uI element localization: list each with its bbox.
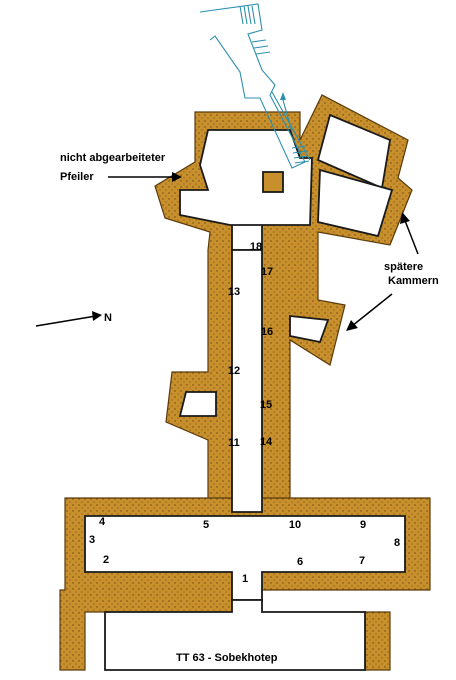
- arrow-chambers-lower: [351, 293, 393, 327]
- rooms: [84, 113, 406, 671]
- wall-number: 4: [99, 516, 106, 528]
- wall-number: 6: [297, 556, 303, 568]
- label-chambers-line1: spätere: [384, 261, 423, 273]
- later-chamber-lower: [317, 168, 394, 238]
- lower-passage: [104, 599, 366, 671]
- wall-number: 17: [261, 266, 273, 278]
- arrow-chambers-upper-head: [400, 212, 410, 224]
- wall-number: 15: [260, 399, 272, 411]
- arrow-chambers-lower-head: [346, 320, 358, 331]
- arrow-pillar-head: [172, 172, 182, 182]
- side-niche-west: [178, 391, 217, 417]
- wall-number: 18: [250, 241, 262, 253]
- wall-number: 2: [103, 554, 109, 566]
- wall-number: 14: [260, 436, 273, 448]
- label-pillar-line1: nicht abgearbeiteter: [60, 152, 166, 164]
- wall-number: 3: [89, 534, 95, 546]
- wall-number: 11: [228, 437, 240, 449]
- label-pillar-line2: Pfeiler: [60, 171, 94, 183]
- label-chambers-line2: Kammern: [388, 275, 439, 287]
- wall-numbers: 1 2 3 4 5 6 7 8 9 10 11 12 13 14 15 16 1…: [89, 241, 400, 585]
- wall-number: 10: [289, 519, 301, 531]
- unfinished-pillar: [262, 171, 284, 193]
- entrance-stairs: [199, 3, 311, 169]
- wall-number: 13: [228, 286, 240, 298]
- wall-number: 9: [360, 519, 366, 531]
- wall-number: 16: [261, 326, 273, 338]
- wall-number: 12: [228, 365, 240, 377]
- wall-number: 8: [394, 537, 400, 549]
- arrow-chambers-upper: [403, 217, 419, 255]
- north-arrow-head: [92, 311, 102, 321]
- wall-number: 1: [242, 573, 248, 585]
- plan-title: TT 63 - Sobekhotep: [176, 652, 278, 664]
- wall-number: 5: [203, 519, 209, 531]
- label-north: N: [104, 312, 112, 324]
- north-arrow: [35, 315, 97, 327]
- side-niche-east: [289, 315, 330, 344]
- corridor: [231, 249, 263, 513]
- wall-number: 7: [359, 555, 365, 567]
